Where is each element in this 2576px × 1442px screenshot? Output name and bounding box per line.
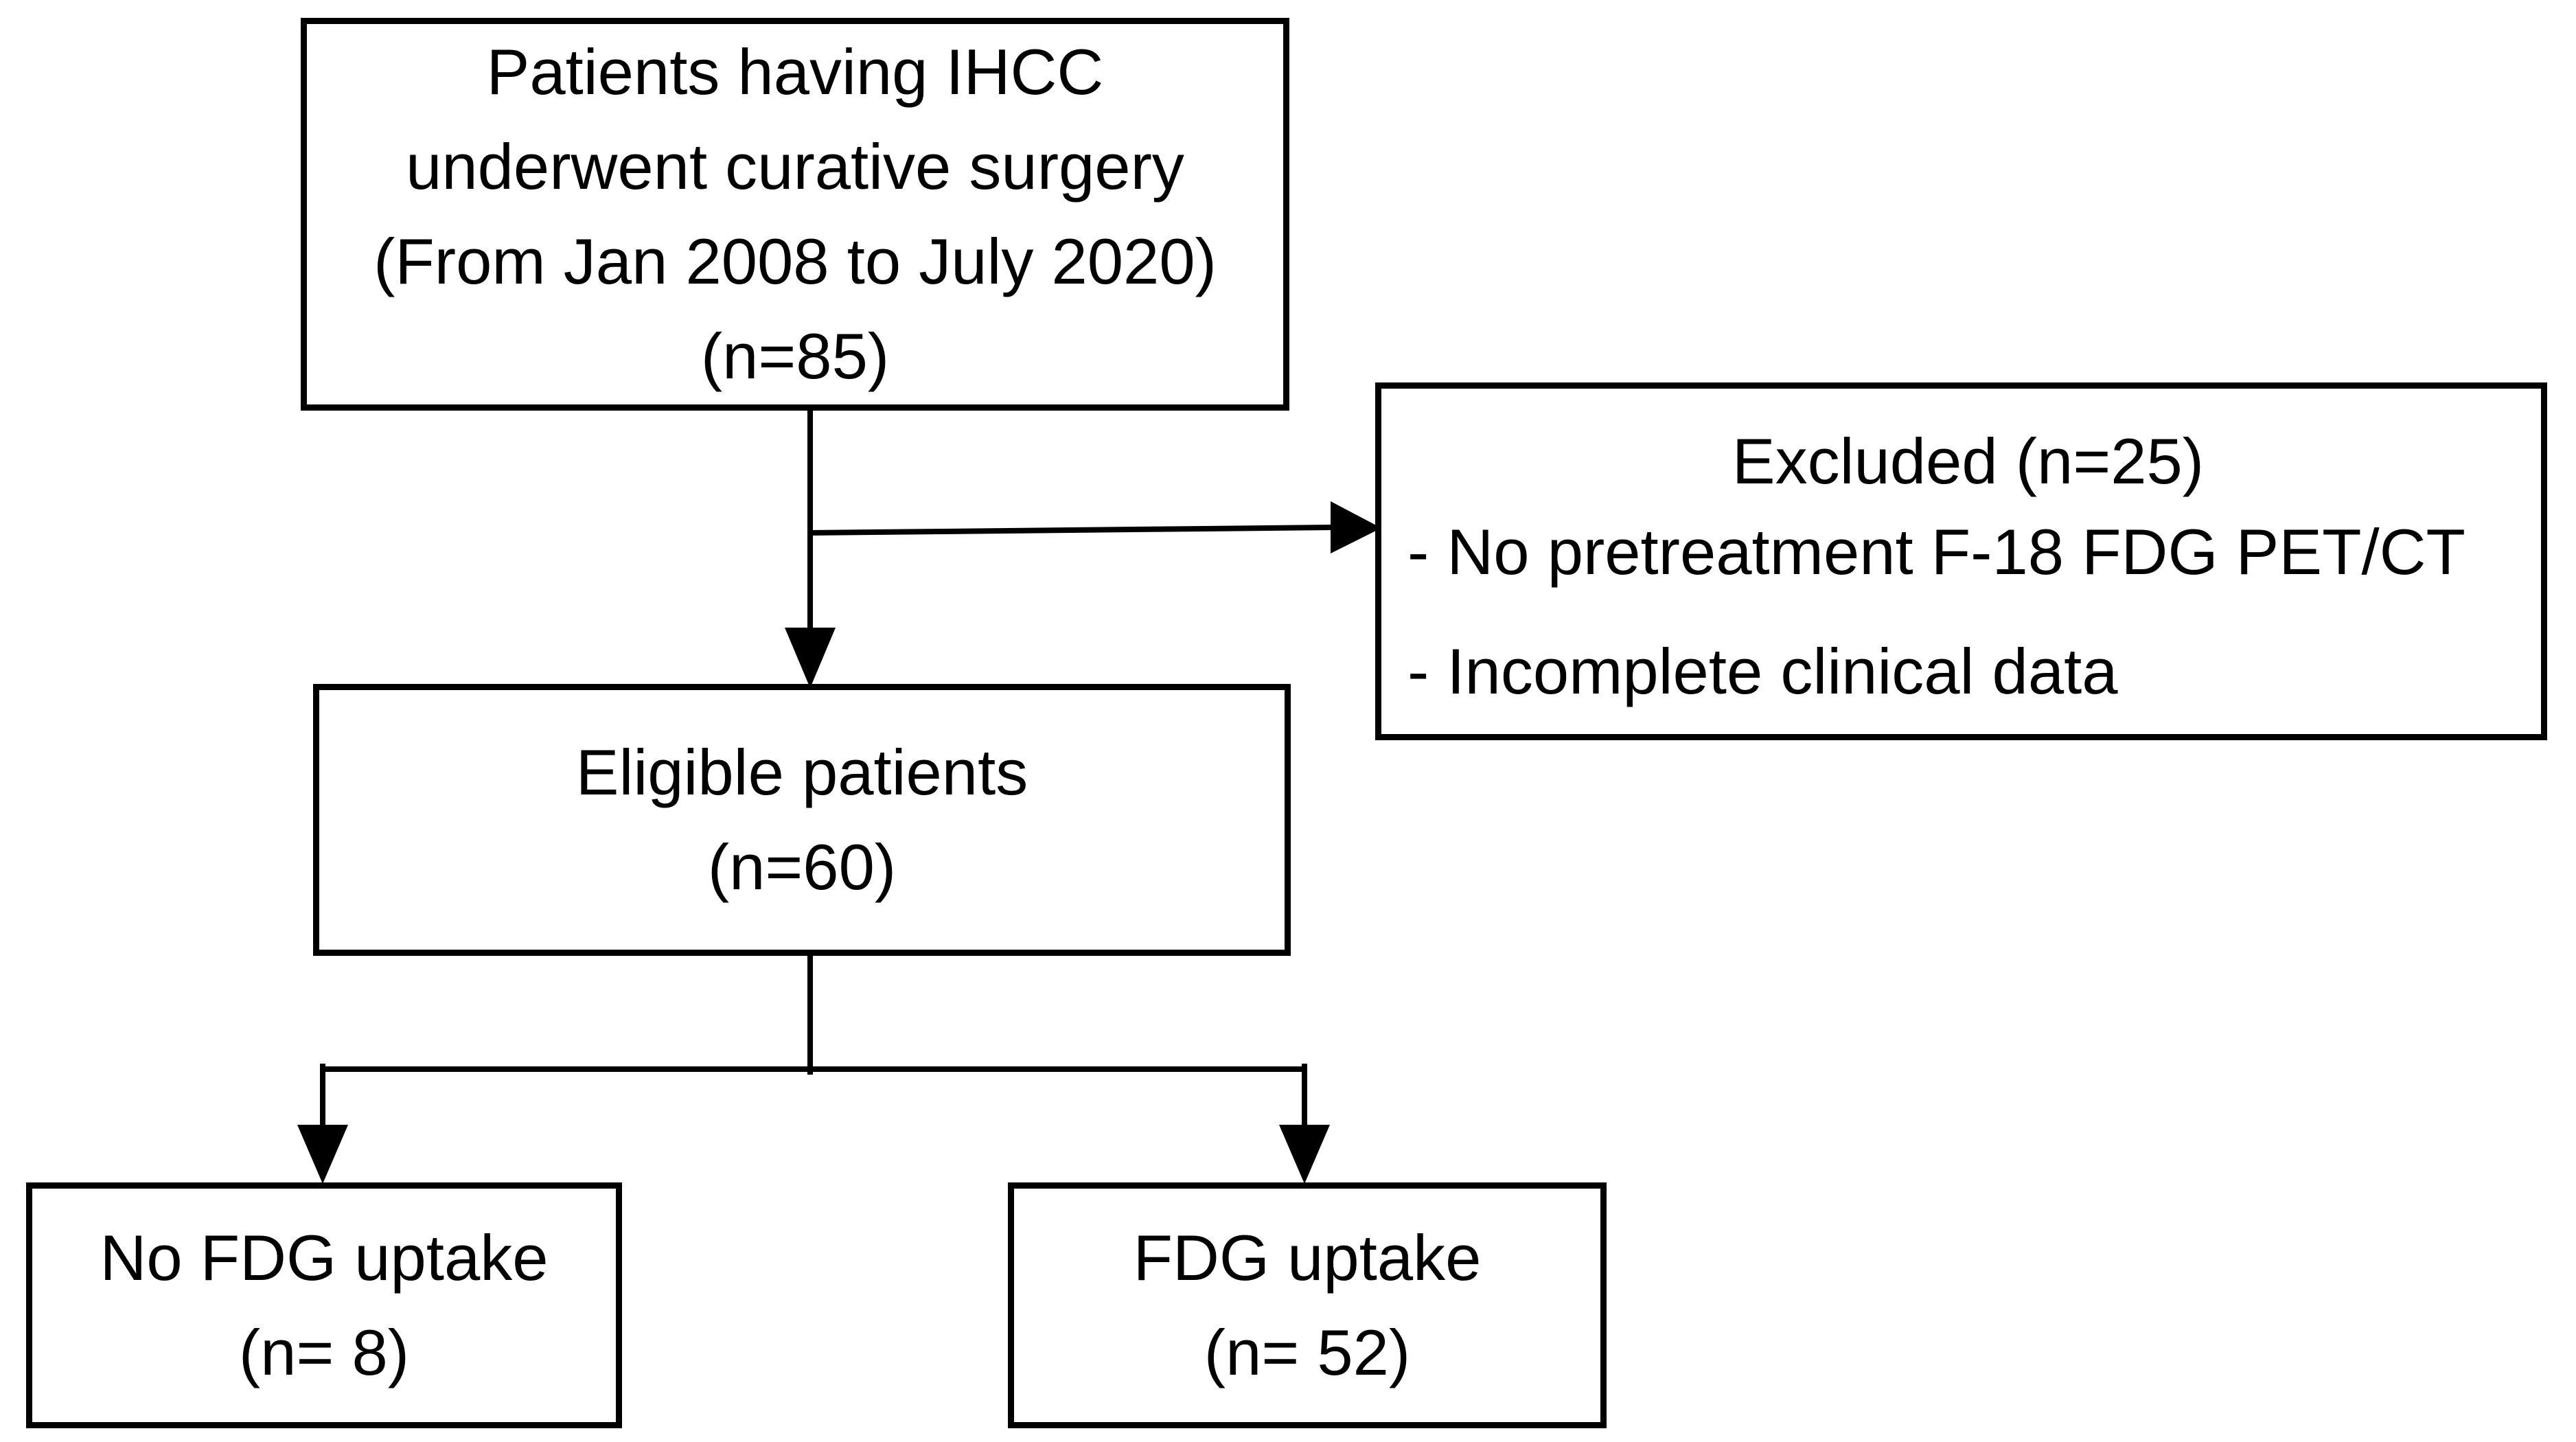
no-fdg-uptake-line-1: No FDG uptake xyxy=(100,1222,549,1294)
initial-line-2: underwent curative surgery xyxy=(406,130,1184,203)
arrowhead-into-eligible xyxy=(785,628,836,688)
excluded-bullet-1: - No pretreatment F-18 FDG PET/CT xyxy=(1407,516,2465,588)
connector-branch-to-excluded xyxy=(807,524,1335,536)
no-fdg-uptake-text: No FDG uptake (n= 8) xyxy=(32,1189,616,1422)
eligible-line-1: Eligible patients xyxy=(575,736,1028,808)
no-fdg-uptake-count: (n= 8) xyxy=(238,1316,410,1388)
arrowhead-into-uptake xyxy=(1279,1125,1330,1184)
initial-count: (n=85) xyxy=(700,320,890,392)
no-fdg-uptake-box: No FDG uptake (n= 8) xyxy=(26,1182,622,1428)
fdg-uptake-line-1: FDG uptake xyxy=(1133,1222,1482,1294)
initial-line-1: Patients having IHCC xyxy=(486,36,1104,108)
excluded-box: Excluded (n=25) - No pretreatment F-18 F… xyxy=(1375,382,2547,740)
arrowhead-into-no-uptake xyxy=(297,1125,348,1184)
eligible-patients-text: Eligible patients (n=60) xyxy=(319,690,1285,950)
fdg-uptake-box: FDG uptake (n= 52) xyxy=(1008,1182,1607,1428)
excluded-title: Excluded (n=25) xyxy=(1732,425,2205,497)
fdg-uptake-count: (n= 52) xyxy=(1204,1316,1411,1388)
initial-patients-box: Patients having IHCC underwent curative … xyxy=(301,18,1289,411)
excluded-bullet-2: - Incomplete clinical data xyxy=(1407,635,2118,707)
initial-patients-text: Patients having IHCC underwent curative … xyxy=(307,24,1283,404)
fdg-uptake-text: FDG uptake (n= 52) xyxy=(1014,1189,1600,1422)
arrowhead-into-excluded xyxy=(1331,501,1381,553)
eligible-count: (n=60) xyxy=(707,831,897,903)
eligible-patients-box: Eligible patients (n=60) xyxy=(313,684,1291,956)
initial-line-3: (From Jan 2008 to July 2020) xyxy=(373,225,1217,297)
